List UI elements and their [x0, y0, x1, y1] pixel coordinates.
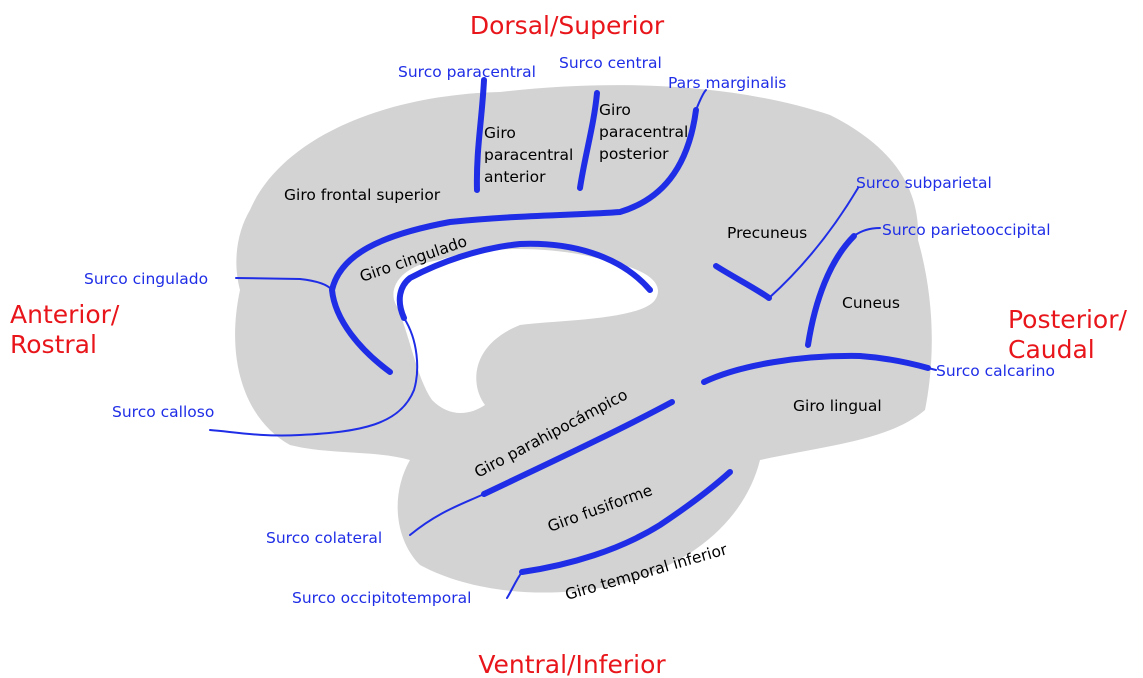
calcarino-sulcus-label: Surco calcarino	[936, 362, 1055, 380]
colateral-sulcus-label: Surco colateral	[266, 529, 382, 547]
pars-marginalis-label: Pars marginalis	[668, 74, 786, 92]
occipitotemporal-sulcus-label: Surco occipitotemporal	[292, 589, 471, 607]
paracentral-anterior-gyrus-label-3: anterior	[484, 168, 546, 186]
subparietal-sulcus-label: Surco subparietal	[856, 174, 992, 192]
dorsal-label: Dorsal/Superior	[470, 11, 665, 40]
paracentral-anterior-gyrus-label-1: Giro	[484, 124, 516, 142]
paracentral-sulcus-label: Surco paracentral	[398, 63, 536, 81]
paracentral-posterior-gyrus-label-3: posterior	[599, 145, 669, 163]
paracentral-posterior-gyrus-label-1: Giro	[599, 101, 631, 119]
calloso-sulcus-label: Surco calloso	[112, 403, 214, 421]
ventral-label: Ventral/Inferior	[478, 650, 666, 678]
precuneus-label: Precuneus	[727, 224, 807, 242]
paracentral-posterior-gyrus-label-2: paracentral	[599, 123, 688, 141]
anterior-label-line2: Rostral	[10, 330, 97, 359]
paracentral-anterior-gyrus-label-2: paracentral	[484, 146, 573, 164]
central-sulcus-label: Surco central	[559, 54, 662, 72]
posterior-label-line2: Caudal	[1008, 335, 1095, 364]
anterior-label-line1: Anterior/	[10, 300, 120, 329]
parietooccipital-sulcus-label: Surco parietooccipital	[882, 221, 1051, 239]
cuneus-label: Cuneus	[842, 294, 900, 312]
posterior-label-line1: Posterior/	[1008, 305, 1127, 334]
cingulado-sulcus-label: Surco cingulado	[84, 270, 208, 288]
lingual-gyrus-label: Giro lingual	[793, 397, 882, 415]
frontal-superior-gyrus-label: Giro frontal superior	[284, 186, 441, 204]
